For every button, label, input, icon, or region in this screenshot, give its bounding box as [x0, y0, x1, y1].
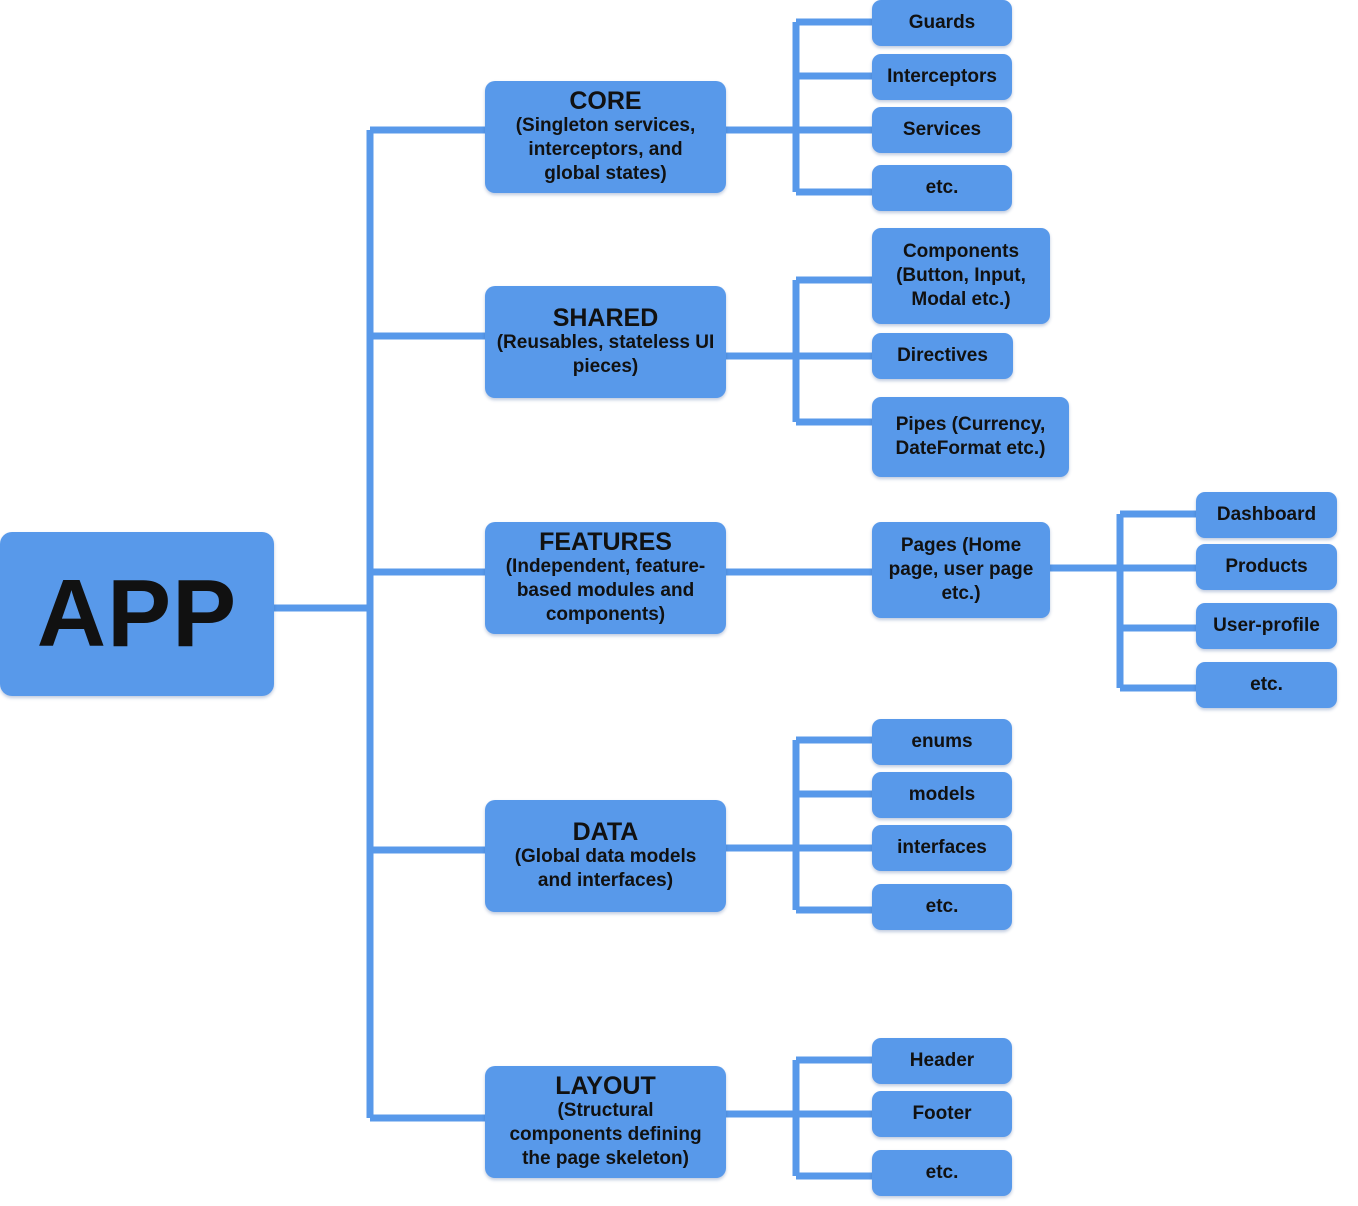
pages-child-etc: etc.	[1196, 662, 1337, 708]
features-child-pages: Pages (Home page, user page etc.)	[872, 522, 1050, 618]
connector-core	[726, 18, 874, 196]
core-child-guards: Guards	[872, 0, 1012, 46]
shared-desc: (Reusables, stateless UI pieces)	[496, 332, 715, 377]
layout-child-footer: Footer	[872, 1091, 1012, 1137]
shared-title: SHARED	[552, 304, 659, 332]
shared-node: SHARED (Reusables, stateless UI pieces)	[485, 286, 726, 398]
core-child-etc: etc.	[872, 165, 1012, 211]
data-child-etc: etc.	[872, 884, 1012, 930]
pages-child-dashboard: Dashboard	[1196, 492, 1337, 538]
core-child-services: Services	[872, 107, 1012, 153]
connector-data	[726, 736, 874, 914]
data-child-interfaces: interfaces	[872, 825, 1012, 871]
layout-child-header: Header	[872, 1038, 1012, 1084]
data-node: DATA (Global data models and interfaces)	[485, 800, 726, 912]
connector-app-trunk	[274, 126, 486, 1122]
pages-child-user-profile: User-profile	[1196, 603, 1337, 649]
connector-shared	[726, 276, 874, 426]
data-child-enums: enums	[872, 719, 1012, 765]
features-title: FEATURES	[539, 528, 672, 556]
data-title: DATA	[572, 818, 639, 846]
data-child-models: models	[872, 772, 1012, 818]
features-node: FEATURES (Independent, feature-based mod…	[485, 522, 726, 634]
app-label: APP	[36, 560, 238, 667]
connector-layout	[726, 1056, 874, 1180]
layout-title: LAYOUT	[555, 1072, 656, 1100]
connector-pages	[1048, 510, 1198, 692]
core-node: CORE (Singleton services, interceptors, …	[485, 81, 726, 193]
pages-child-products: Products	[1196, 544, 1337, 590]
shared-child-directives: Directives	[872, 333, 1013, 379]
data-desc: (Global data models and interfaces)	[514, 846, 697, 891]
layout-desc: (Structural components defining the page…	[509, 1100, 702, 1169]
shared-child-pipes: Pipes (Currency, DateFormat etc.)	[872, 397, 1069, 477]
layout-node: LAYOUT (Structural components defining t…	[485, 1066, 726, 1178]
core-desc: (Singleton services, interceptors, and g…	[515, 115, 696, 184]
core-child-interceptors: Interceptors	[872, 54, 1012, 100]
layout-child-etc: etc.	[872, 1150, 1012, 1196]
shared-child-components: Components (Button, Input, Modal etc.)	[872, 228, 1050, 324]
core-title: CORE	[569, 87, 642, 115]
app-node: APP	[0, 532, 274, 696]
features-desc: (Independent, feature-based modules and …	[505, 556, 706, 625]
